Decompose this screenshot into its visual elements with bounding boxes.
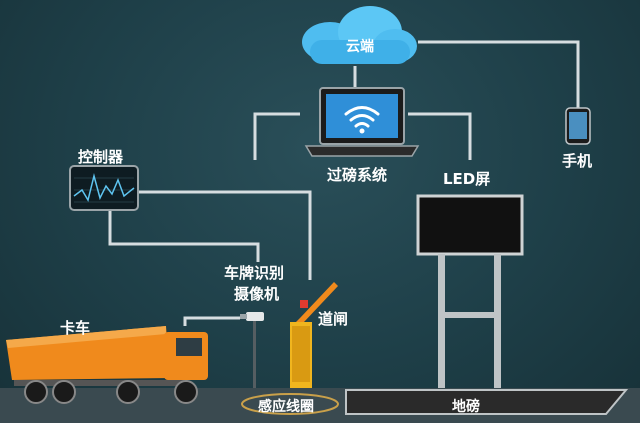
camera-icon	[240, 312, 264, 391]
weighing-system-label: 过磅系统	[327, 166, 388, 184]
barrier-label: 道闸	[318, 310, 349, 328]
phone-icon	[565, 107, 591, 145]
camera-label-line2: 摄像机	[234, 285, 280, 303]
scale-label: 地磅	[452, 399, 480, 415]
induction-coil-label: 感应线圈	[258, 399, 314, 415]
controller-icon	[69, 165, 139, 211]
cloud-icon	[302, 6, 417, 64]
led-screen-label: LED屏	[443, 170, 491, 188]
laptop-icon	[304, 87, 420, 157]
connector-lines	[108, 40, 580, 326]
line-laptop-led	[408, 112, 472, 160]
line-controller-camera	[108, 210, 260, 262]
barrier-gate-icon	[290, 282, 338, 388]
camera-label-line1: 车牌识别	[224, 264, 285, 282]
truck-icon	[6, 326, 208, 404]
line-camera-truck	[183, 316, 240, 326]
line-cloud-phone	[418, 40, 580, 108]
wifi-icon	[344, 106, 380, 128]
led-screen-icon	[416, 194, 524, 389]
scale-platform	[345, 389, 629, 415]
line-controller-barrier	[138, 190, 312, 280]
controller-label: 控制器	[78, 148, 124, 166]
line-laptop-controller	[253, 112, 300, 160]
ground	[0, 388, 640, 423]
phone-label: 手机	[562, 152, 593, 170]
truck-label: 卡车	[60, 319, 91, 337]
cloud-label: 云端	[346, 39, 374, 55]
induction-coil-ring	[241, 393, 339, 415]
